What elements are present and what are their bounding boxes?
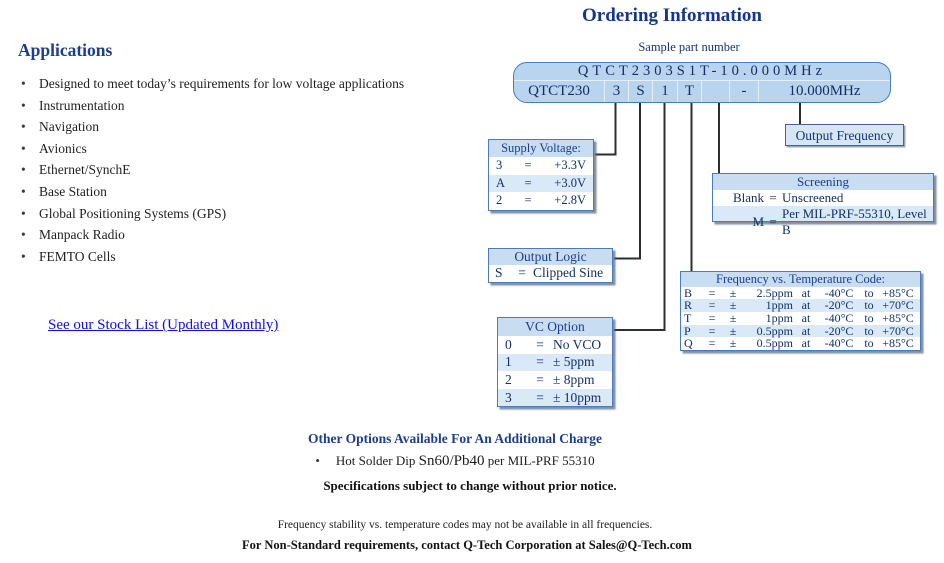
part-segment-base: QTCT230 <box>528 82 590 99</box>
table-header: VC Option <box>498 318 612 336</box>
part-number-box: QTCT2303S1T-10.000MHz QTCT230 3 S 1 T - … <box>513 62 891 103</box>
applications-heading: Applications <box>18 40 113 60</box>
applications-section: Applications Designed to meet today’s re… <box>18 40 418 267</box>
part-number-full: QTCT2303S1T-10.000MHz <box>514 63 890 81</box>
table-row: T = ± 1ppm at -40°C to +85°C <box>684 310 914 325</box>
table-row: R = ± 1ppm at -20°C to +70°C <box>681 299 920 312</box>
part-segment-vc-option: 1 <box>652 80 677 102</box>
output-frequency-label: Output Frequency <box>785 124 904 146</box>
table-row: Blank = Unscreened <box>732 190 844 205</box>
list-item: Instrumentation <box>18 95 418 117</box>
list-item: FEMTO Cells <box>18 246 418 268</box>
output-logic-table: Output Logic S = Clipped Sine <box>488 248 613 283</box>
list-item: Designed to meet today’s requirements fo… <box>18 73 418 95</box>
table-row: P = ± 0.5ppm at -20°C to +70°C <box>681 324 920 338</box>
line-output-logic <box>614 103 641 260</box>
table-row: 2 = ± 8ppm <box>505 371 595 387</box>
table-row: S = Clipped Sine <box>495 265 604 281</box>
list-item: Navigation <box>18 116 418 138</box>
table-row: 2 = +2.8V <box>496 193 586 208</box>
contact-note: For Non-Standard requirements, contact Q… <box>242 538 692 552</box>
line-vc-option <box>614 103 666 331</box>
part-segment-screening <box>701 80 729 102</box>
list-item: Ethernet/SynchE <box>18 159 418 181</box>
availability-note: Frequency stability vs. temperature code… <box>277 519 653 531</box>
part-segment-temp-code: T <box>677 80 701 102</box>
table-header: Output Logic <box>489 249 612 265</box>
table-header: Screening <box>713 174 933 190</box>
table-row: Q = ± 0.5ppm at -40°C to +85°C <box>684 336 914 351</box>
stock-list-link[interactable]: See our Stock List (Updated Monthly) <box>48 317 279 333</box>
table-header: Supply Voltage: <box>489 140 593 157</box>
part-segment-dash: - <box>729 80 758 102</box>
part-number-segments: QTCT230 3 S 1 T - 10.000MHz <box>514 80 890 102</box>
part-segment-frequency: 10.000MHz <box>758 80 890 102</box>
screening-table: Screening Blank = Unscreened M = Per MIL… <box>712 173 934 237</box>
table-row: B = ± 2.5ppm at -40°C to +85°C <box>684 285 914 300</box>
list-item: Avionics <box>18 138 418 160</box>
list-item: Global Positioning Systems (GPS) <box>18 203 418 225</box>
applications-list: Designed to meet today’s requirements fo… <box>18 73 418 267</box>
table-header: Frequency vs. Temperature Code: <box>681 272 920 287</box>
table-row: 3 = +3.3V <box>496 158 586 173</box>
line-supply-voltage <box>595 103 617 156</box>
other-options-heading: Other Options Available For An Additiona… <box>307 431 603 446</box>
supply-voltage-table: Supply Voltage: 3 = +3.3V A = +3.0V 2 = … <box>488 139 594 211</box>
other-options-item: Hot Solder Dip Sn60/Pb40 per MIL-PRF 553… <box>255 453 655 470</box>
spec-change-note: Specifications subject to change without… <box>323 478 617 493</box>
part-segment-supply-voltage: 3 <box>604 80 628 102</box>
vc-option-table: VC Option 0 = No VCO 1 = ± 5ppm 2 = ± 8p… <box>497 317 613 408</box>
sample-part-number-label: Sample part number <box>638 40 740 54</box>
table-row: 1 = ± 5ppm <box>498 353 612 372</box>
list-item: Manpack Radio <box>18 224 418 246</box>
page-title: Ordering Information <box>582 5 762 26</box>
bullet-icon <box>315 453 336 468</box>
part-segment-output-logic: S <box>628 80 652 102</box>
table-row: A = +3.0V <box>489 174 593 192</box>
freq-temp-code-table: Frequency vs. Temperature Code: B = ± 2.… <box>680 271 921 351</box>
table-row: M = Per MIL-PRF-55310, Level B <box>713 205 933 237</box>
table-row: 3 = ± 10ppm <box>498 388 612 407</box>
table-row: 0 = No VCO <box>505 336 602 352</box>
list-item: Base Station <box>18 181 418 203</box>
